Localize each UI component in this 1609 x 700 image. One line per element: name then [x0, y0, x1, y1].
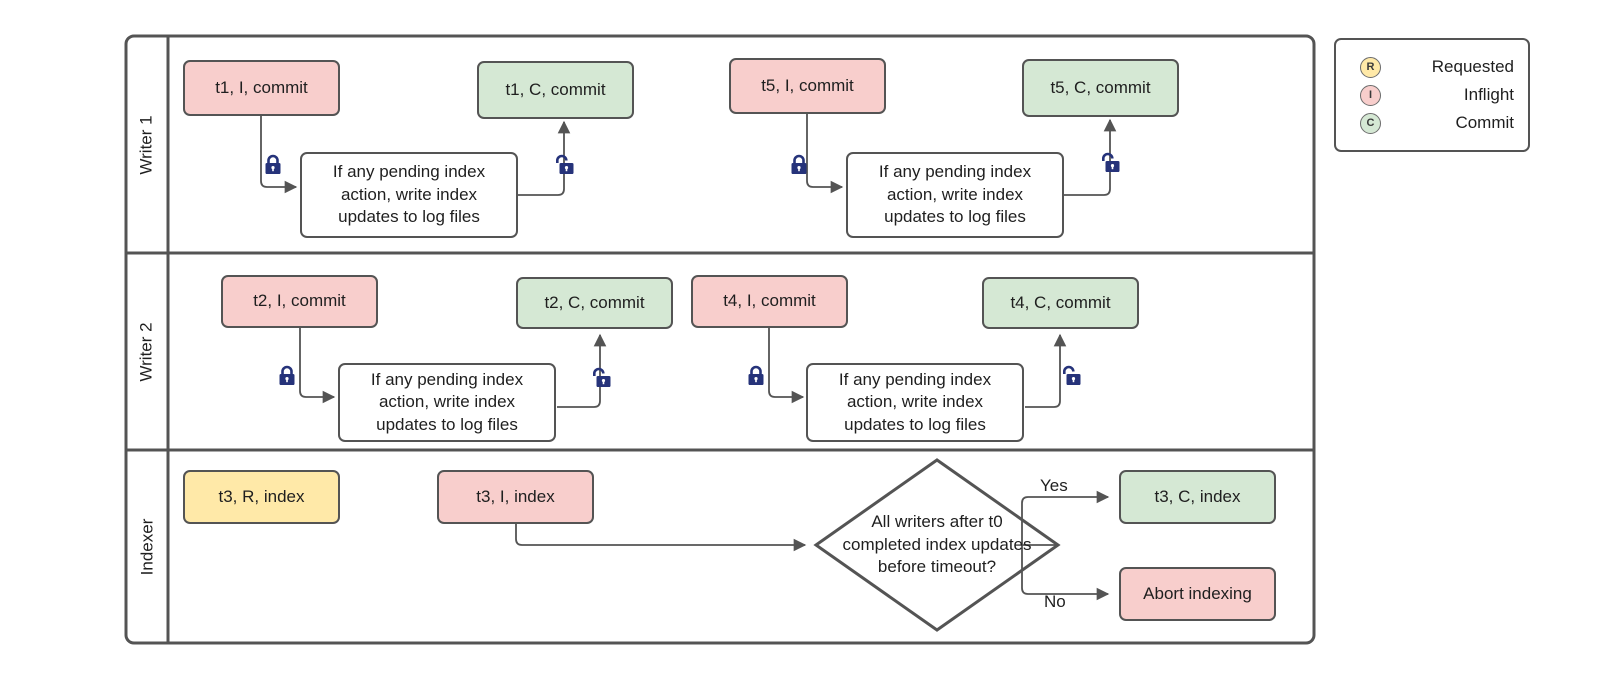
edge-w1-t5i-to-proc	[806, 114, 844, 194]
legend-label-commit: Commit	[1455, 113, 1514, 132]
lane-label-indexer: Indexer	[126, 450, 168, 643]
legend-badge-commit-icon: C	[1360, 112, 1381, 134]
node-w2-t4-inflight[interactable]: t4, I, commit	[691, 275, 848, 328]
node-ix-t3-inflight[interactable]: t3, I, index	[437, 470, 594, 524]
node-w1-t1-commit[interactable]: t1, C, commit	[477, 61, 634, 119]
legend-item-requested: R Requested	[1360, 54, 1514, 80]
lock-open-icon	[592, 367, 612, 389]
node-w2-t2-inflight[interactable]: t2, I, commit	[221, 275, 378, 328]
lock-open-icon	[1062, 365, 1082, 387]
legend-panel: R Requested I Inflight C Commit	[1334, 38, 1530, 152]
node-ix-t3-commit[interactable]: t3, C, index	[1119, 470, 1276, 524]
lock-closed-icon	[746, 365, 766, 387]
lock-open-icon	[555, 154, 575, 176]
lane-label-writer1: Writer 1	[126, 36, 168, 253]
edge-decision-no	[1021, 545, 1110, 601]
edge-w2-t2i-to-proc	[299, 328, 336, 404]
edge-t3i-to-decision	[515, 524, 807, 552]
legend-item-inflight: I Inflight	[1360, 82, 1514, 108]
lane-label-writer2: Writer 2	[126, 253, 168, 450]
edge-w1-proc-to-t5c	[1064, 118, 1117, 196]
node-ix-decision-label[interactable]: All writers after t0 completed index upd…	[842, 512, 1032, 577]
lane-label-writer2-text: Writer 2	[137, 321, 157, 382]
legend-label-requested: Requested	[1431, 57, 1514, 76]
node-w2-process-b[interactable]: If any pending index action, write index…	[806, 363, 1024, 442]
node-ix-t3-requested[interactable]: t3, R, index	[183, 470, 340, 524]
node-ix-abort[interactable]: Abort indexing	[1119, 567, 1276, 621]
lock-closed-icon	[789, 154, 809, 176]
pool-frame	[124, 34, 1316, 645]
edge-w1-proc-to-t1c	[518, 120, 571, 196]
legend-badge-inflight-icon: I	[1360, 84, 1381, 106]
node-w1-process-b[interactable]: If any pending index action, write index…	[846, 152, 1064, 238]
edge-w2-proc-to-t4c	[1025, 333, 1067, 408]
edge-label-no: No	[1044, 592, 1066, 611]
node-w2-t2-commit[interactable]: t2, C, commit	[516, 277, 673, 329]
node-w1-process-a[interactable]: If any pending index action, write index…	[300, 152, 518, 238]
legend-label-inflight: Inflight	[1463, 85, 1514, 104]
edge-w2-proc-to-t2c	[557, 333, 607, 408]
legend-item-commit: C Commit	[1360, 110, 1514, 136]
edge-w1-t1i-to-proc	[260, 116, 298, 194]
edge-label-yes: Yes	[1040, 476, 1068, 495]
node-w2-t4-commit[interactable]: t4, C, commit	[982, 277, 1139, 329]
lock-closed-icon	[277, 365, 297, 387]
edge-w2-t4i-to-proc	[768, 328, 805, 404]
lock-open-icon	[1101, 152, 1121, 174]
node-w1-t5-inflight[interactable]: t5, I, commit	[729, 58, 886, 114]
node-w1-t1-inflight[interactable]: t1, I, commit	[183, 60, 340, 116]
edge-decision-yes	[1021, 490, 1110, 545]
legend-badge-requested-icon: R	[1360, 56, 1381, 78]
node-w2-process-a[interactable]: If any pending index action, write index…	[338, 363, 556, 442]
node-w1-t5-commit[interactable]: t5, C, commit	[1022, 59, 1179, 117]
lane-label-writer1-text: Writer 1	[137, 114, 157, 175]
lane-label-indexer-text: Indexer	[137, 518, 157, 575]
lock-closed-icon	[263, 154, 283, 176]
